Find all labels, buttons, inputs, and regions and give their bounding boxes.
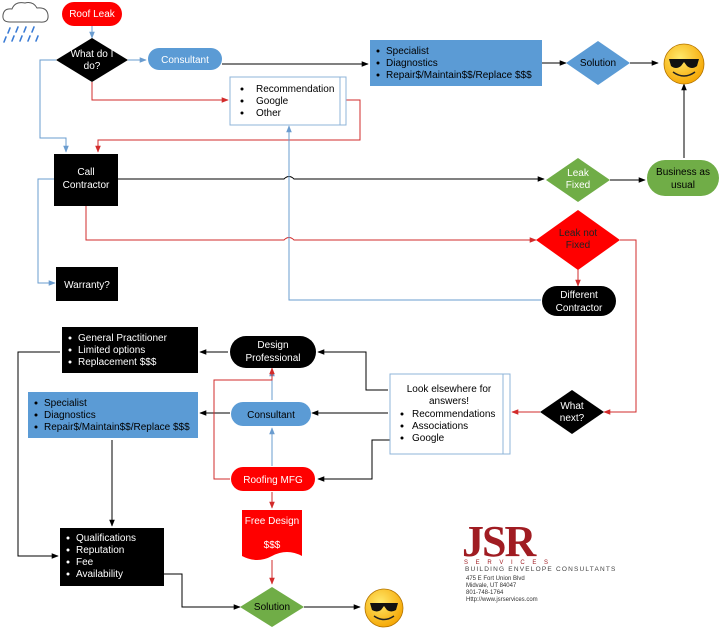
business-as-usual-node: Business as usual (647, 160, 719, 196)
free-design-label-line2: $$$ (264, 540, 281, 551)
jsr-address-line: Midvale, UT 84047 (466, 583, 517, 589)
free-design-label-line1: Free Design (245, 516, 299, 527)
smiley-sunglasses-icon (663, 43, 705, 85)
specialist-top-item: Specialist (386, 46, 429, 57)
jsr-logo-services: S E R V I C E S (464, 560, 552, 566)
recommendation-item: Other (256, 108, 282, 119)
specialist-bottom-item: Specialist (44, 398, 87, 409)
solution-node-top: Solution (566, 41, 630, 85)
consultant-mid-label: Consultant (247, 410, 295, 421)
what-next-decision: What next? (540, 390, 604, 434)
roofing-mfg-label: Roofing MFG (243, 475, 303, 486)
smiley-sunglasses-icon (364, 588, 404, 628)
rain-cloud-icon (2, 2, 49, 43)
general-practitioner-item: General Practitioner (78, 333, 168, 344)
consultant-node-top: Consultant (148, 48, 222, 70)
consultant-top-label: Consultant (161, 55, 209, 66)
jsr-website-link[interactable]: Http://www.jsrservices.com (466, 597, 538, 603)
specialist-box-top: Specialist Diagnostics Repair$/Maintain$… (370, 40, 542, 86)
roof-leak-node: Roof Leak (62, 2, 122, 26)
jsr-address-line: 475 E Fort Union Blvd (466, 576, 525, 582)
warranty-label: Warranty? (64, 280, 110, 291)
look-elsewhere-box: Look elsewhere for answers! Recommendati… (389, 373, 511, 455)
design-professional-label-line2: Professional (245, 353, 300, 364)
call-contractor-label-line1: Call (77, 167, 94, 178)
solution-top-label: Solution (580, 58, 616, 69)
specialist-bottom-item: Repair$/Maintain$$/Replace $$$ (44, 422, 190, 433)
general-practitioner-box: General Practitioner Limited options Rep… (62, 327, 198, 373)
call-contractor-node: Call Contractor (54, 154, 118, 206)
what-next-label-line2: next? (560, 413, 585, 424)
roof-leak-label: Roof Leak (69, 9, 116, 20)
recommendation-item: Recommendation (256, 84, 334, 95)
business-label-line1: Business as (656, 167, 710, 178)
decision-label-line2: do? (84, 61, 101, 72)
look-elsewhere-item: Associations (412, 421, 468, 432)
jsr-logo-mark: JSR (462, 517, 536, 566)
consultant-node-mid: Consultant (231, 402, 311, 426)
specialist-box-bottom: Specialist Diagnostics Repair$/Maintain$… (28, 392, 198, 438)
decision-label-line1: What do I (71, 49, 114, 60)
connectors (17, 26, 687, 610)
specialist-top-item: Diagnostics (386, 58, 438, 69)
jsr-address: 475 E Fort Union Blvd Midvale, UT 84047 … (466, 576, 642, 604)
different-contractor-node: Different Contractor (542, 286, 616, 316)
different-contractor-label-line1: Different (560, 290, 598, 301)
jsr-tagline: BUILDING ENVELOPE CONSULTANTS (465, 566, 617, 573)
different-contractor-label-line2: Contractor (556, 303, 603, 314)
look-elsewhere-item: Recommendations (412, 409, 495, 420)
general-practitioner-item: Replacement $$$ (78, 357, 157, 368)
leak-fixed-decision: Leak Fixed (546, 158, 610, 202)
look-elsewhere-item: Google (412, 433, 445, 444)
qualifications-box: Qualifications Reputation Fee Availabili… (60, 528, 164, 586)
recommendation-box: Recommendation Google Other (229, 76, 347, 126)
call-contractor-label-line2: Contractor (63, 180, 110, 191)
qualifications-item: Reputation (76, 545, 124, 556)
warranty-node: Warranty? (56, 267, 118, 301)
design-professional-node: Design Professional (230, 336, 316, 368)
leak-not-fixed-decision: Leak not Fixed (536, 210, 620, 270)
leak-not-fixed-label-line1: Leak not (559, 228, 598, 239)
leak-not-fixed-label-line2: Fixed (566, 240, 590, 251)
what-next-label-line1: What (560, 401, 584, 412)
qualifications-item: Qualifications (76, 533, 136, 544)
business-label-line2: usual (671, 180, 695, 191)
leak-fixed-label-line1: Leak (567, 168, 590, 179)
solution-bottom-label: Solution (254, 602, 290, 613)
free-design-document: Free Design $$$ (242, 510, 302, 560)
jsr-logo-block: JSR S E R V I C E S BUILDING ENVELOPE CO… (462, 517, 642, 606)
recommendation-item: Google (256, 96, 289, 107)
leak-fixed-label-line2: Fixed (566, 180, 590, 191)
what-do-i-do-decision: What do I do? (56, 38, 128, 82)
design-professional-label-line1: Design (257, 340, 288, 351)
qualifications-item: Availability (76, 569, 123, 580)
look-elsewhere-title-line1: Look elsewhere for (407, 384, 492, 395)
solution-node-bottom: Solution (240, 587, 304, 627)
look-elsewhere-title-line2: answers! (429, 396, 469, 407)
general-practitioner-item: Limited options (78, 345, 145, 356)
specialist-bottom-item: Diagnostics (44, 410, 96, 421)
specialist-top-item: Repair$/Maintain$$/Replace $$$ (386, 70, 532, 81)
roofing-mfg-node: Roofing MFG (231, 467, 315, 491)
jsr-phone: 801-748-1764 (466, 590, 504, 596)
qualifications-item: Fee (76, 557, 94, 568)
